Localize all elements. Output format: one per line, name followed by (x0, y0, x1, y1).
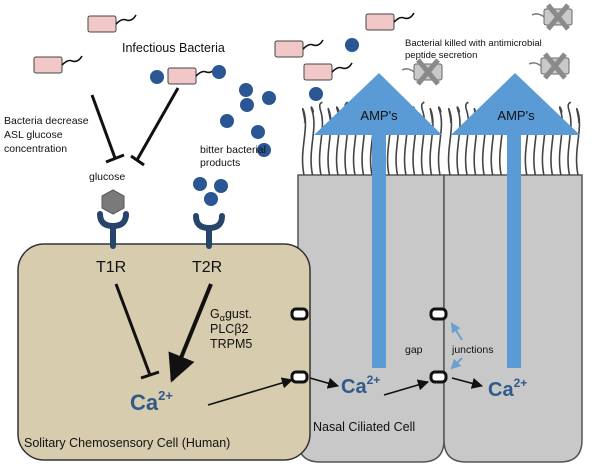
bitter-product-dot (262, 91, 276, 105)
bitter-product-dot (257, 143, 271, 157)
cilium (456, 106, 461, 176)
killed-label-line1: Bacterial killed with antimicrobial (405, 38, 542, 49)
solitary-chemosensory-cell (17, 243, 311, 461)
amp-arrow-left (314, 73, 442, 368)
bitter-product-dot (193, 177, 207, 191)
t2r-receptor-icon (193, 213, 225, 249)
inhibition-t1r-ca (114, 283, 160, 380)
cilium (335, 106, 341, 176)
calcium-ciliated-right-label: Ca2+ (488, 376, 527, 401)
arrow-junction-to-ca-left (309, 377, 340, 389)
trpm5-label: TRPM5 (210, 337, 252, 351)
bacterium-icon (274, 39, 324, 58)
gap-label: gap (405, 344, 423, 356)
bitter-product-dot (345, 38, 359, 52)
cilium (464, 101, 470, 176)
killed-bacterium-icon (401, 58, 443, 86)
bitter-product-dot (239, 83, 253, 97)
bacterium-icon (87, 14, 137, 33)
t2r-label: T2R (192, 259, 222, 276)
cilium (318, 101, 324, 176)
glucose-hexagon-icon (101, 189, 125, 215)
ciliated-caption: Nasal Ciliated Cell (313, 420, 415, 434)
cilium (429, 107, 434, 176)
t1r-label: T1R (96, 259, 126, 276)
bitter-product-dot (240, 98, 254, 112)
galpha-gust-label: Gαgust. (210, 307, 252, 323)
bitter-product-dot (309, 87, 323, 101)
bacteria-group (33, 12, 415, 85)
killed-bacteria-group (401, 3, 573, 86)
bitter-products-line2: products (200, 157, 240, 169)
arrow-ca-left-to-junction (383, 379, 430, 396)
cilium (310, 106, 315, 176)
junction-pointer-up (450, 322, 463, 341)
amp-label-left: AMP's (360, 108, 398, 123)
killed-label-line2: peptide secretion (405, 50, 477, 61)
junctions-label: junctions (451, 344, 493, 356)
bacteria-decrease-line2: ASL glucose (4, 129, 63, 141)
amp-label-right: AMP's (497, 108, 535, 123)
amp-arrow-right (451, 73, 580, 368)
calcium-scc-label: Ca2+ (130, 388, 173, 415)
arrow-junction-to-ca-right (451, 377, 484, 389)
cilium (437, 106, 443, 176)
inhibition-bacteria-glucose (90, 87, 180, 167)
bitter-product-dot (220, 114, 234, 128)
bacteria-decrease-line1: Bacteria decrease (4, 115, 89, 127)
ciliated-cell-left (297, 174, 445, 463)
bitter-product-dot (204, 192, 218, 206)
bacterium-icon (303, 62, 353, 81)
bitter-product-dot (212, 65, 226, 79)
bitter-products-line1: bitter bacterial (200, 144, 266, 156)
cilium (447, 107, 453, 176)
bitter-product-dot (251, 125, 265, 139)
cilium (558, 106, 564, 176)
gap-junction-icon (290, 307, 448, 384)
glucose-label: glucose (89, 171, 125, 183)
bacteria-decrease-line3: concentration (4, 143, 67, 155)
activation-t2r-ca (168, 283, 213, 383)
plc-label: PLCβ2 (210, 322, 249, 336)
scc-caption: Solitary Chemosensory Cell (Human) (24, 436, 230, 450)
cilium (301, 107, 307, 176)
bitter-product-dot (214, 179, 228, 193)
junction-pointer-down (450, 357, 463, 370)
infectious-bacteria-label: Infectious Bacteria (122, 41, 225, 55)
killed-bacterium-icon (528, 52, 570, 80)
cilium (327, 107, 332, 176)
bacterium-icon (365, 12, 415, 31)
killed-bacterium-icon (531, 3, 573, 31)
calcium-ciliated-left-label: Ca2+ (341, 373, 380, 398)
cilium (420, 101, 426, 176)
t1r-receptor-icon (97, 211, 129, 249)
bitter-product-dot (150, 70, 164, 84)
arrow-scc-to-junction (207, 377, 294, 406)
bacterium-icon (167, 66, 217, 85)
cilium (575, 107, 581, 176)
bitter-product-dots (150, 38, 359, 206)
bacterium-icon (33, 55, 83, 74)
cilium (567, 101, 572, 176)
